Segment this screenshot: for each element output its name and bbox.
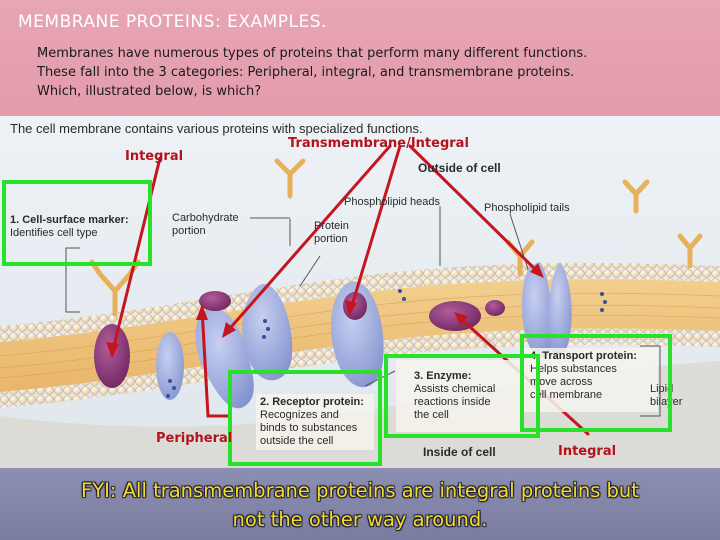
enzyme-label: 3. Enzyme: Assists chemical reactions in… bbox=[414, 370, 496, 421]
label-integral-bottom: Integral bbox=[558, 444, 617, 459]
marker-bracket bbox=[65, 247, 80, 313]
receptor-protein bbox=[242, 284, 293, 381]
intro-line-3: Which, illustrated below, is which? bbox=[37, 84, 262, 99]
arrow-transmembrane-right bbox=[408, 144, 542, 276]
transport-label: 4. Transport protein: Helps substances m… bbox=[530, 350, 637, 401]
arrow-transmembrane-left bbox=[223, 144, 392, 336]
fyi-banner bbox=[0, 468, 720, 540]
highlight-box-marker bbox=[2, 180, 152, 266]
inside-cell-label: Inside of cell bbox=[423, 445, 496, 459]
arrow-heads bbox=[106, 263, 544, 358]
arrow-transmembrane-center bbox=[348, 144, 402, 314]
fyi-line-1: FYI: All transmembrane proteins are inte… bbox=[81, 479, 639, 502]
label-peripheral: Peripheral bbox=[156, 431, 233, 446]
carbohydrate-portion-label: Carbohydrate portion bbox=[172, 212, 239, 237]
intro-text: Membranes have numerous types of protein… bbox=[37, 44, 707, 101]
arrow-integral bbox=[110, 156, 162, 356]
label-integral-top: Integral bbox=[125, 149, 184, 164]
intro-line-1: Membranes have numerous types of protein… bbox=[37, 46, 588, 61]
slide-title: MEMBRANE PROTEINS: EXAMPLES. bbox=[18, 12, 327, 32]
surface-purple-protein-small bbox=[485, 300, 505, 316]
figure-caption: The cell membrane contains various prote… bbox=[10, 121, 423, 136]
membrane-figure: The cell membrane contains various prote… bbox=[0, 116, 720, 468]
marker-label: 1. Cell-surface marker: Identifies cell … bbox=[10, 214, 129, 239]
label-transmembrane: Transmembrane/Integral bbox=[288, 136, 469, 151]
protein-portion-label: Protein portion bbox=[314, 220, 349, 245]
surface-purple-protein bbox=[429, 301, 481, 331]
receptor-panel bbox=[256, 394, 374, 450]
fyi-text: FYI: All transmembrane proteins are inte… bbox=[10, 476, 710, 534]
peripheral-purple-cap bbox=[199, 291, 231, 311]
receptor-label: 2. Receptor protein: Recognizes and bind… bbox=[260, 396, 364, 447]
highlight-box-transport bbox=[520, 334, 672, 432]
transport-protein-right bbox=[548, 262, 572, 356]
outside-cell-label: Outside of cell bbox=[418, 161, 501, 175]
enzyme-panel bbox=[396, 360, 522, 432]
phospholipid-heads-label: Phospholipid heads bbox=[344, 196, 441, 208]
transport-panel bbox=[524, 348, 658, 412]
bilayer-bracket bbox=[640, 345, 661, 417]
left-transmembrane-protein bbox=[156, 332, 184, 400]
phospholipid-tails-label: Phospholipid tails bbox=[484, 202, 570, 214]
protein-pointer bbox=[289, 219, 321, 287]
intro-line-2: These fall into the 3 categories: Periph… bbox=[37, 65, 575, 80]
fyi-line-2: not the other way around. bbox=[232, 508, 488, 531]
lipid-bilayer-label: Lipid bilayer bbox=[650, 383, 683, 408]
peripheral-protein bbox=[195, 308, 254, 409]
arrow-peripheral bbox=[200, 306, 230, 418]
highlight-box-enzyme bbox=[384, 354, 540, 438]
highlight-box-receptor bbox=[228, 370, 382, 466]
